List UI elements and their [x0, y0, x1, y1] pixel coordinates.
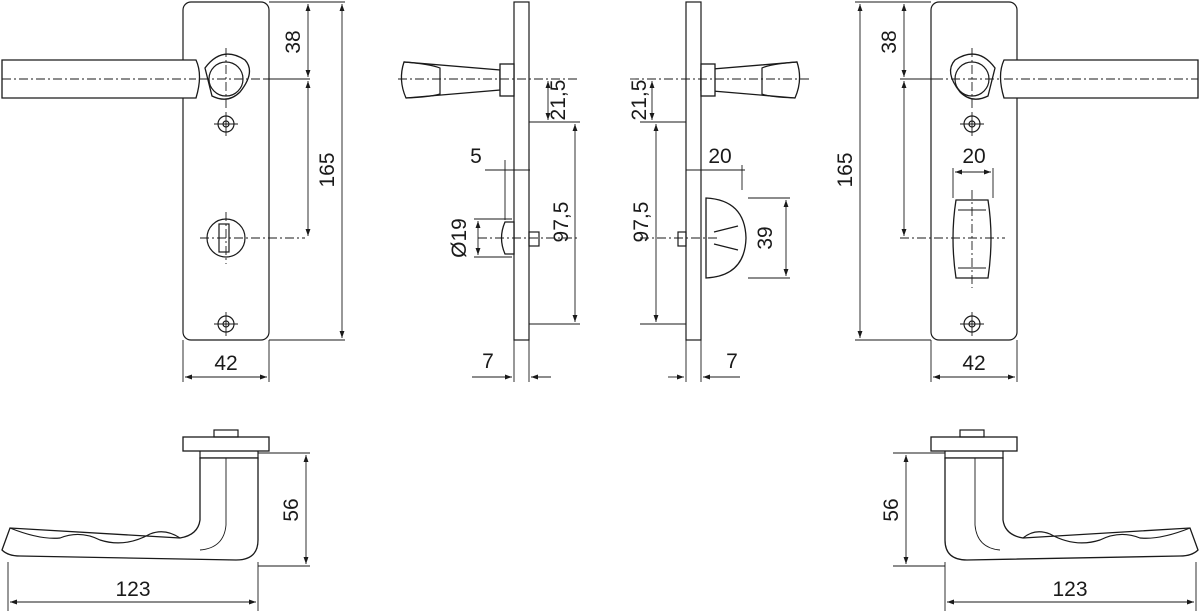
plan-view-left: 56 123 [1, 429, 310, 611]
dim-plate-thickness: 7 [726, 350, 738, 373]
dim-plate-width: 42 [962, 352, 985, 375]
dim-plate-thickness: 7 [482, 350, 494, 373]
backplate-top [930, 436, 1018, 452]
plan-view-right: 56 123 [880, 429, 1199, 611]
dim-top-offset: 38 [878, 30, 901, 53]
dim-spacing: 97,5 [550, 202, 573, 243]
plate-side [513, 1, 530, 341]
front-view-right: 38 165 20 42 [834, 1, 1199, 382]
dim-lever-height: 56 [880, 498, 903, 521]
dim-plate-height: 165 [316, 152, 339, 187]
turn-knob-front [952, 199, 992, 279]
front-view-left: 38 165 42 [1, 1, 345, 382]
lever-top [1, 457, 259, 561]
dim-lever-length: 123 [115, 578, 150, 601]
dim-lever-length: 123 [1052, 578, 1087, 601]
backplate-outline [930, 1, 1018, 341]
dim-turn-offset: 5 [470, 145, 482, 168]
side-view-a: 21,5 97,5 5 Ø19 7 [398, 1, 580, 382]
dim-turn-diameter: Ø19 [448, 218, 471, 258]
lever-side [700, 61, 801, 99]
dim-rose-offset: 21,5 [547, 80, 570, 121]
lever-top [944, 457, 1199, 561]
lever-side [400, 61, 501, 99]
turn-knob-side [705, 197, 747, 279]
dim-turn-offset: 20 [708, 145, 731, 168]
side-view-b: 21,5 97,5 20 39 7 [628, 1, 810, 382]
dim-plate-height: 165 [834, 152, 857, 187]
dim-top-offset: 38 [282, 30, 305, 53]
dim-plate-width: 42 [214, 352, 237, 375]
dim-turn-height: 39 [754, 226, 777, 249]
backplate-outline [182, 1, 270, 341]
dim-rose-offset: 21,5 [628, 80, 651, 121]
dim-lever-height: 56 [280, 498, 303, 521]
lever-handle [999, 59, 1199, 99]
backplate-top [182, 436, 270, 452]
dim-turn-width: 20 [962, 145, 985, 168]
dim-spacing: 97,5 [630, 202, 653, 243]
plate-side [685, 1, 702, 341]
